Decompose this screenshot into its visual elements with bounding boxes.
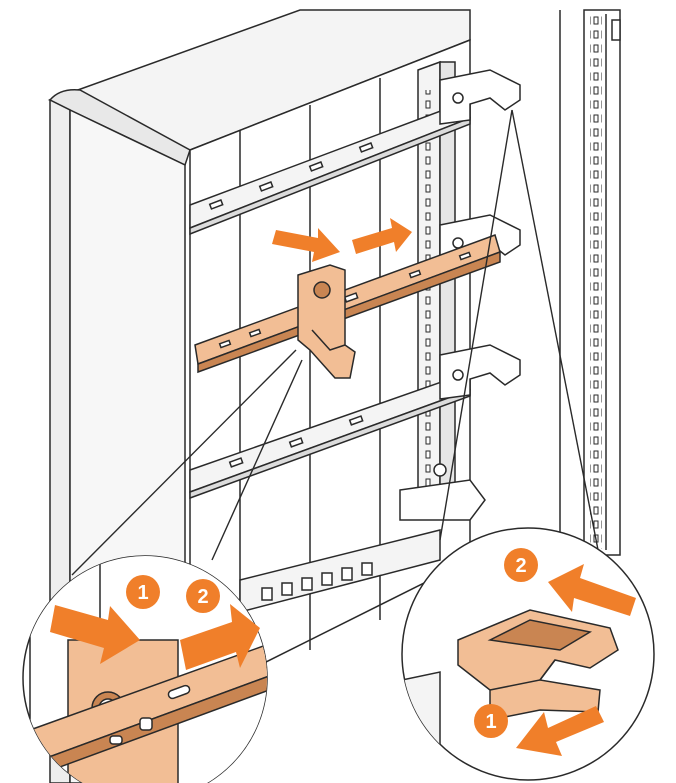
rail-adapter-clip: [297, 264, 356, 379]
arrow-icon: [548, 564, 636, 616]
arrow-icon: [180, 604, 260, 670]
step-badge-icon: 1: [474, 704, 508, 738]
bottom-mounting-rail: [239, 529, 441, 613]
main-arrows: [272, 218, 412, 262]
arrow-icon: [516, 706, 604, 756]
left-step-1-label: 1: [137, 582, 148, 604]
arrow-icon: [352, 218, 412, 254]
right-step-2-label: 2: [515, 555, 526, 577]
arrow-icon: [50, 605, 140, 664]
right-step-1-label: 1: [485, 711, 496, 733]
arrow-icon: [272, 228, 340, 262]
step-badge-icon: 1: [126, 575, 160, 609]
screw-icon: [452, 92, 464, 104]
step-badge-icon: 2: [186, 579, 220, 613]
left-step-2-label: 2: [197, 586, 208, 608]
cabinet-right-upright: [559, 9, 621, 560]
step-badge-icon: 2: [504, 548, 538, 582]
top-mounting-rail: [189, 98, 471, 236]
callout-left: 1 2: [22, 555, 268, 783]
bracket-top: [439, 69, 521, 125]
din-rail: [194, 234, 501, 374]
screw-icon: [452, 369, 464, 381]
bracket-lower: [439, 344, 521, 400]
mounting-rails: [189, 98, 471, 613]
callout-right: 2 1: [401, 527, 655, 781]
bracket-base: [399, 463, 486, 521]
callout-lines: [71, 109, 601, 576]
